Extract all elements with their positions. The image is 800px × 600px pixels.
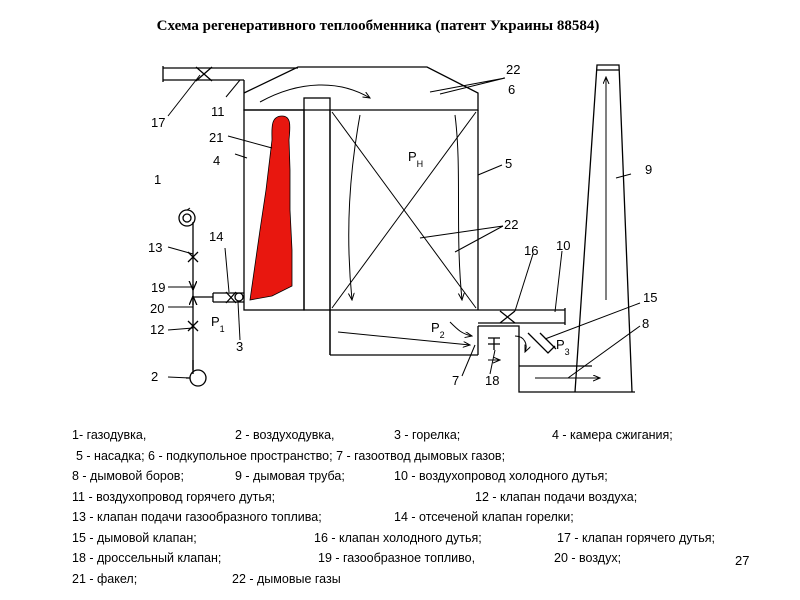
label-12: 12: [150, 322, 164, 337]
flow-arrow: [349, 114, 361, 300]
cold-blast-valve-16: [499, 310, 516, 324]
legend-item: 16 - клапан холодного дутья;: [314, 530, 482, 545]
legend-item: 10 - воздухопровод холодного дутья;: [394, 469, 608, 483]
legend-item: 2 - воздуходувка,: [235, 428, 335, 442]
legend-item: 17 - клапан горячего дутья;: [557, 530, 715, 545]
hot-blast-duct: [162, 66, 298, 82]
legend-row: 11 - воздухопровод горячего дутья; 12 - …: [72, 487, 772, 508]
label-18: 18: [485, 373, 499, 388]
under-grate-space: [329, 309, 478, 356]
label-8: 8: [642, 316, 649, 331]
flow-arrow: [337, 331, 470, 345]
label-21: 21: [209, 130, 223, 145]
hot-blast-valve-17: [195, 66, 213, 82]
flame-21: [249, 115, 293, 301]
label-7: 7: [452, 373, 459, 388]
air-valve-12: [187, 320, 199, 332]
flue-gas-outlet: [477, 325, 635, 393]
legend-item: 20 - воздух;: [554, 551, 622, 565]
legend-item: 14 - отсеченой клапан горелки;: [394, 510, 574, 524]
legend-item: 13 - клапан подачи газообразного топлива…: [72, 510, 322, 524]
gas-blower-1: [178, 209, 196, 227]
air-blower-2: [189, 369, 207, 387]
label-16: 16: [524, 243, 538, 258]
gas-valve-13: [187, 251, 199, 263]
chimney: [574, 64, 633, 393]
label-6: 6: [508, 82, 515, 97]
checker-packing: [331, 111, 477, 309]
legend-item: 21 - факел;: [72, 571, 138, 586]
legend-row: 8 - дымовой боров; 9 - дымовая труба; 10…: [72, 466, 772, 487]
label-22-middle: 22: [504, 217, 518, 232]
burner-valve-14: [225, 291, 237, 304]
legend-row: 5 - насадка; 6 - подкупольное пространст…: [72, 446, 772, 467]
flow-arrow: [514, 335, 526, 352]
label-22-top: 22: [506, 62, 520, 77]
partition-wall: [303, 97, 331, 311]
legend-item: 5 - насадка; 6 - подкупольное пространст…: [76, 448, 506, 463]
label-4: 4: [213, 153, 220, 168]
label-5: 5: [505, 156, 512, 171]
label-14: 14: [209, 229, 223, 244]
legend-item: 19 - газообразное топливо,: [318, 551, 476, 565]
legend-item: 15 - дымовой клапан;: [72, 530, 197, 545]
legend: 1- газодувка, 2 - воздуходувка, 3 - горе…: [72, 425, 772, 589]
burner-3: [234, 292, 244, 302]
legend-row: 15 - дымовой клапан; 16 - клапан холодно…: [72, 528, 772, 549]
label-17: 17: [151, 115, 165, 130]
flow-arrow: [449, 321, 472, 336]
label-1: 1: [154, 172, 161, 187]
label-10: 10: [556, 238, 570, 253]
cold-blast-duct: [478, 308, 566, 325]
legend-row: 1- газодувка, 2 - воздуходувка, 3 - горе…: [72, 425, 772, 446]
pressure-label-p3: P3: [556, 337, 570, 357]
pressure-label-ph: PН: [408, 149, 423, 169]
dome-space: [243, 66, 479, 111]
legend-row: 18 - дроссельный клапан; 19 - газообразн…: [72, 548, 772, 569]
throttle-valve-18: [488, 337, 500, 350]
legend-row: 13 - клапан подачи газообразного топлива…: [72, 507, 772, 528]
label-11: 11: [211, 104, 225, 119]
legend-item: 1- газодувка,: [72, 428, 147, 442]
label-3: 3: [236, 339, 243, 354]
legend-item: 9 - дымовая труба;: [235, 469, 345, 483]
legend-item: 4 - камера сжигания;: [552, 428, 673, 442]
legend-item: 12 - клапан подачи воздуха;: [475, 489, 638, 504]
label-2: 2: [151, 369, 158, 384]
legend-item: 18 - дроссельный клапан;: [72, 551, 222, 565]
page-number: 27: [735, 553, 750, 568]
flow-arrow: [454, 114, 462, 300]
label-13: 13: [148, 240, 162, 255]
label-9: 9: [645, 162, 652, 177]
supply-line: [192, 222, 213, 374]
legend-item: 8 - дымовой боров;: [72, 469, 184, 483]
flow-arrow: [259, 84, 370, 103]
pressure-label-p2: P2: [431, 320, 445, 340]
legend-item: 22 - дымовые газы: [232, 571, 341, 586]
legend-row: 21 - факел; 22 - дымовые газы: [72, 569, 772, 590]
label-20: 20: [150, 301, 164, 316]
pressure-label-p1: P1: [211, 314, 225, 334]
smoke-valve-15: [527, 332, 557, 354]
legend-item: 3 - горелка;: [394, 428, 461, 442]
label-19: 19: [151, 280, 165, 295]
diagram-title: Схема регенеративного теплообменника (па…: [156, 18, 600, 34]
label-15: 15: [643, 290, 657, 305]
legend-item: 11 - воздухопровод горячего дутья;: [72, 489, 276, 504]
